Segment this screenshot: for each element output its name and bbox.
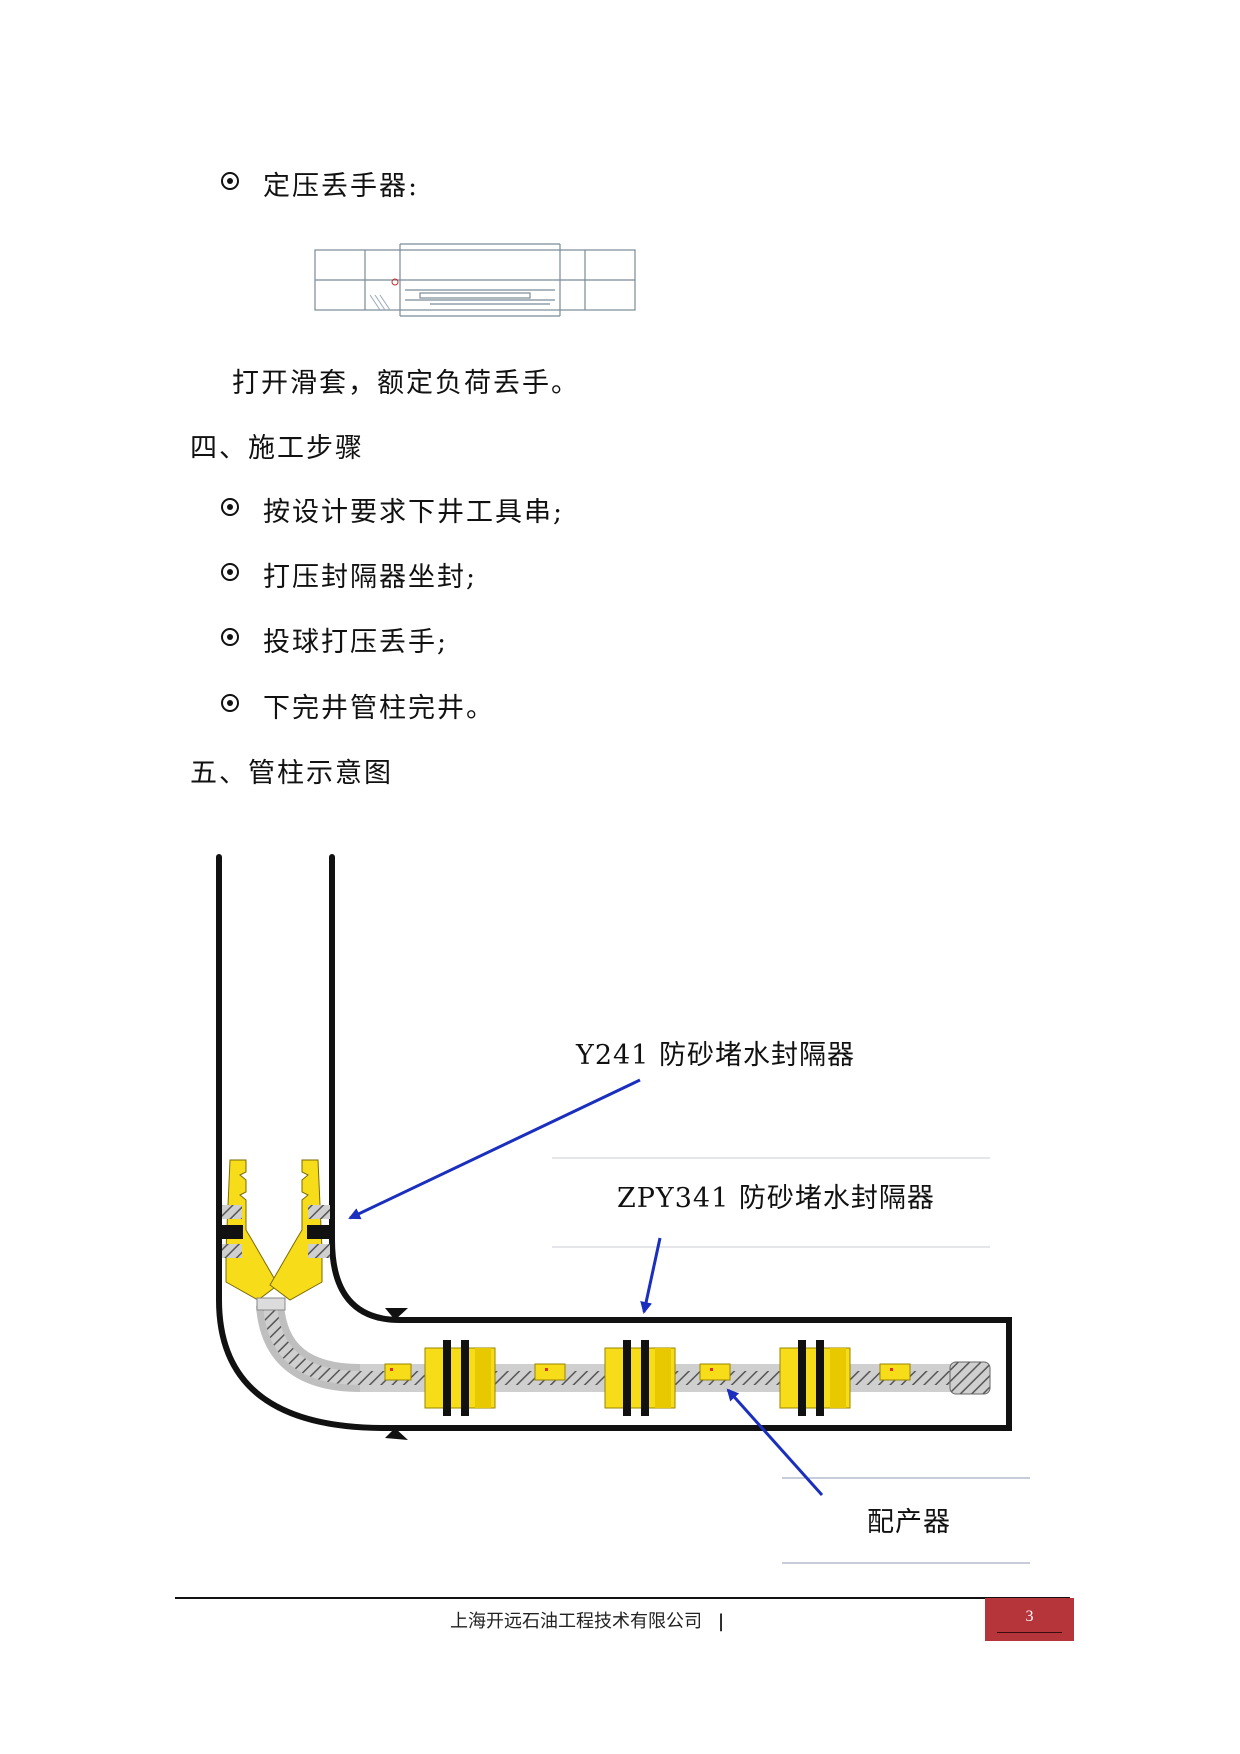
- bullet-icon: [221, 628, 239, 646]
- step-item: 打压封隔器坐封;: [263, 562, 478, 593]
- label-peichan: 配产器: [867, 1507, 951, 1538]
- bullet-icon: [221, 694, 239, 712]
- footer-company-name: 上海开远石油工程技术有限公司: [450, 1611, 702, 1632]
- zpy341-packer: [604, 1340, 676, 1416]
- dingya-tool-drawing: [314, 243, 636, 317]
- footer-separator: |: [717, 1611, 725, 1632]
- arrow-zpy341: [640, 1237, 662, 1314]
- arrow-peichan: [726, 1388, 824, 1497]
- page-number: 3: [1025, 1608, 1034, 1625]
- bullet-icon: [221, 172, 239, 190]
- arrow-y241: [348, 1078, 641, 1220]
- screen-end: [949, 1361, 991, 1395]
- section-heading-four: 四、施工步骤: [190, 433, 364, 464]
- section-heading-five: 五、管柱示意图: [190, 758, 393, 789]
- item-dingya-title: 定压丢手器:: [263, 171, 420, 202]
- casing-outline: [216, 854, 1012, 1432]
- footer-rule: [175, 1597, 1070, 1599]
- bullet-icon: [221, 498, 239, 516]
- bullet-icon: [221, 563, 239, 581]
- footer-company: 上海开远石油工程技术有限公司 |: [450, 1607, 724, 1633]
- page-number-underline: [997, 1632, 1062, 1633]
- label-y241: Y241 防砂堵水封隔器: [576, 1040, 855, 1071]
- zpy341-packer: [424, 1340, 496, 1416]
- distributor-mark: [390, 1368, 893, 1371]
- y241-packer: [221, 1159, 331, 1301]
- label-zpy341: ZPY341 防砂堵水封隔器: [617, 1183, 935, 1214]
- step-item: 按设计要求下井工具串;: [263, 497, 565, 528]
- page-number-badge: 3: [985, 1598, 1074, 1641]
- desc-dingya: 打开滑套，额定负荷丢手。: [232, 368, 580, 399]
- zpy341-packer: [779, 1340, 851, 1416]
- step-item: 下完井管柱完井。: [263, 693, 495, 724]
- step-item: 投球打压丢手;: [263, 627, 449, 658]
